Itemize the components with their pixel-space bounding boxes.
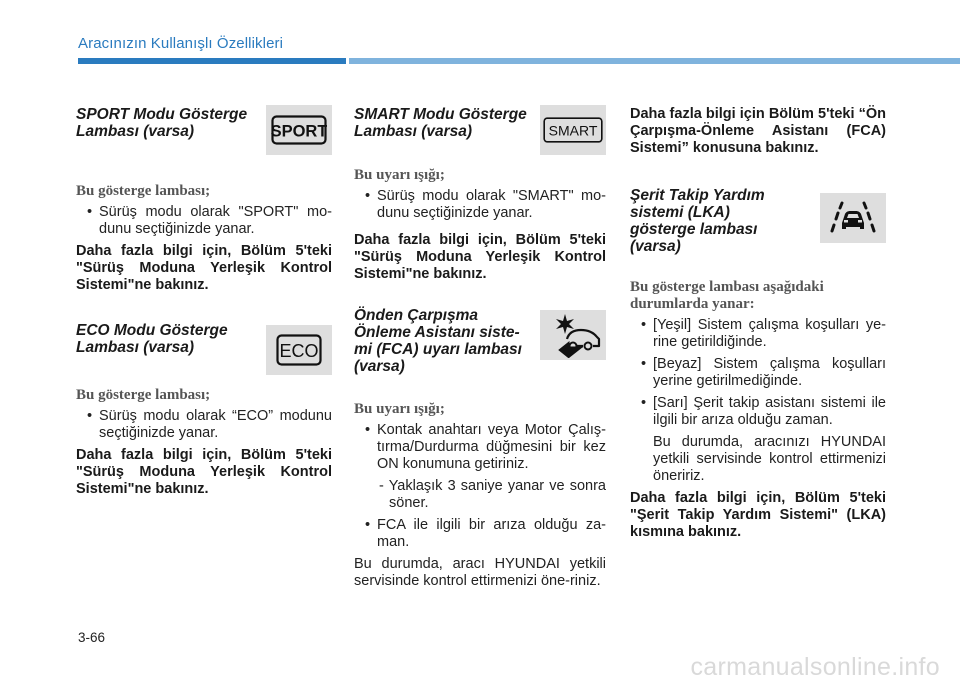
lka-indicator-icon <box>820 193 886 243</box>
smart-indicator-icon: SMART <box>540 105 606 155</box>
section-title: Aracınızın Kullanışlı Özellikleri <box>78 35 284 52</box>
lka-heading: Şerit Takip Yardım sistemi (LKA) gösterg… <box>630 187 765 255</box>
lka-paragraph: Bu durumda, aracınızı HYUNDAI yetkili se… <box>653 434 886 484</box>
fca-reference-note: Daha fazla bilgi için Bölüm 5'teki “Ön Ç… <box>630 106 886 156</box>
sport-heading: SPORT Modu Gösterge Lambası (varsa) <box>76 106 248 140</box>
smart-bullets: Sürüş modu olarak "SMART" mo-dunu seçtiğ… <box>354 188 606 222</box>
lka-note: Daha fazla bilgi için, Bölüm 5'teki "Şer… <box>630 490 886 540</box>
smart-subheading: Bu uyarı ışığı; <box>354 167 445 183</box>
fca-subheading: Bu uyarı ışığı; <box>354 401 445 417</box>
eco-heading-row: ECO Modu Gösterge Lambası (varsa) ECO <box>76 322 332 375</box>
eco-badge-text: ECO <box>279 341 318 361</box>
sport-subheading: Bu gösterge lambası; <box>76 183 211 199</box>
column-1: SPORT Modu Gösterge Lambası (varsa) SPOR… <box>76 96 332 498</box>
list-item: FCA ile ilgili bir arıza olduğu za-man. <box>354 517 606 551</box>
lka-bullets: [Yeşil] Sistem çalışma koşulları ye-rine… <box>630 317 886 429</box>
smart-badge-icon: SMART <box>543 117 603 143</box>
list-item: Sürüş modu olarak "SMART" mo-dunu seçtiğ… <box>354 188 606 222</box>
sport-badge-icon: SPORT <box>271 115 327 145</box>
sport-badge-text: SPORT <box>271 123 327 141</box>
eco-note: Daha fazla bilgi için, Bölüm 5'teki "Sür… <box>76 447 332 497</box>
collision-warning-icon <box>556 314 601 358</box>
smart-note: Daha fazla bilgi için, Bölüm 5'teki "Sür… <box>354 232 606 282</box>
fca-dash-item: - Yaklaşık 3 saniye yanar ve sonra söner… <box>379 478 606 511</box>
list-item: Sürüş modu olarak "SPORT" mo-dunu seçtiğ… <box>76 204 332 238</box>
column-2: SMART Modu Gösterge Lambası (varsa) SMAR… <box>354 96 606 595</box>
list-item: Sürüş modu olarak “ECO” modunu seçtiğini… <box>76 408 332 442</box>
list-item: [Sarı] Şerit takip asistanı sistemi ile … <box>630 395 886 429</box>
lka-subheading: Bu gösterge lambası aşağıdaki durumlarda… <box>630 279 824 312</box>
sport-indicator-icon: SPORT <box>266 105 332 155</box>
lka-heading-row: Şerit Takip Yardım sistemi (LKA) gösterg… <box>630 187 886 255</box>
column-3: Daha fazla bilgi için Bölüm 5'teki “Ön Ç… <box>630 96 886 541</box>
fca-paragraph: Bu durumda, aracı HYUNDAI yetkili servis… <box>354 556 606 589</box>
fca-indicator-icon <box>540 310 606 360</box>
smart-badge-text: SMART <box>549 123 598 139</box>
fca-heading-row: Önden Çarpışma Önleme Asistanı siste- mi… <box>354 307 606 375</box>
header-rule <box>78 58 960 64</box>
smart-heading-row: SMART Modu Gösterge Lambası (varsa) SMAR… <box>354 105 606 155</box>
eco-bullets: Sürüş modu olarak “ECO” modunu seçtiğini… <box>76 408 332 442</box>
eco-badge-icon: ECO <box>276 334 322 366</box>
sport-note: Daha fazla bilgi için, Bölüm 5'teki "Sür… <box>76 243 332 293</box>
fca-heading: Önden Çarpışma Önleme Asistanı siste- mi… <box>354 307 522 375</box>
fca-bullets-2: FCA ile ilgili bir arıza olduğu za-man. <box>354 517 606 551</box>
page-number: 3-66 <box>78 630 106 645</box>
eco-indicator-icon: ECO <box>266 325 332 375</box>
list-item: [Beyaz] Sistem çalışma koşulları yerine … <box>630 356 886 390</box>
list-item: Kontak anahtarı veya Motor Çalış-tırma/D… <box>354 422 606 473</box>
fca-bullets: Kontak anahtarı veya Motor Çalış-tırma/D… <box>354 422 606 473</box>
sport-bullets: Sürüş modu olarak "SPORT" mo-dunu seçtiğ… <box>76 204 332 238</box>
eco-heading: ECO Modu Gösterge Lambası (varsa) <box>76 322 228 356</box>
smart-heading: SMART Modu Gösterge Lambası (varsa) <box>354 106 527 140</box>
lane-keeping-icon <box>830 201 876 233</box>
sport-heading-row: SPORT Modu Gösterge Lambası (varsa) SPOR… <box>76 105 332 155</box>
watermark: carmanualsonline.info <box>690 653 940 681</box>
list-item: [Yeşil] Sistem çalışma koşulları ye-rine… <box>630 317 886 351</box>
eco-subheading: Bu gösterge lambası; <box>76 387 211 403</box>
